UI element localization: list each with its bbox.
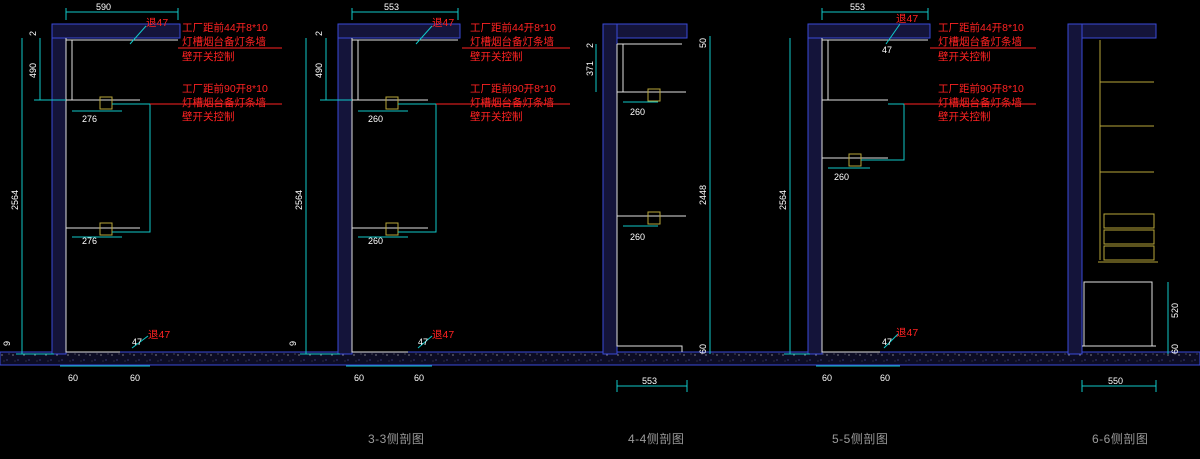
dim-47: 47: [418, 337, 428, 347]
note-a3: 壁开关控制: [470, 50, 523, 63]
section-6-6: 520 60 550: [1067, 23, 1180, 392]
note-b2: 灯槽烟台备灯条墙: [470, 96, 554, 109]
dim-553: 553: [384, 2, 399, 12]
dim-260-upper: 260: [368, 114, 383, 124]
dim-60-side: 60: [1170, 344, 1180, 354]
caption-5-5: 5-5侧剖图: [832, 432, 888, 446]
caption-6-6: 6-6侧剖图: [1092, 432, 1148, 446]
tag-retreat-bottom: 退47: [896, 327, 918, 339]
dim-553: 553: [850, 2, 865, 12]
note-a1: 工厂距前44开8*10: [938, 21, 1024, 34]
dim-276-upper: 276: [82, 114, 97, 124]
dim-50: 50: [698, 38, 708, 48]
dim-276-lower: 276: [82, 236, 97, 246]
caption-4-4: 4-4侧剖图: [628, 432, 684, 446]
note-a2: 灯槽烟台备灯条墙: [182, 35, 266, 48]
dim-590: 590: [96, 2, 111, 12]
caption-3-3: 3-3侧剖图: [368, 432, 424, 446]
dim-260-lower: 260: [630, 232, 645, 242]
dim-2: 2: [585, 43, 595, 48]
dim-60-a: 60: [822, 373, 832, 383]
dim-60-b: 60: [130, 373, 140, 383]
dim-490: 490: [28, 63, 38, 78]
floor-slab: [0, 351, 1200, 366]
dim-9: 9: [2, 341, 12, 346]
dim-47: 47: [132, 337, 142, 347]
dim-490: 490: [314, 63, 324, 78]
tag-retreat-top: 退47: [432, 17, 454, 29]
dim-553: 553: [642, 376, 657, 386]
tag-retreat-bottom: 退47: [432, 329, 454, 341]
dim-60-b: 60: [414, 373, 424, 383]
dim-2564: 2564: [10, 190, 20, 210]
tag-retreat-top: 退47: [146, 17, 168, 29]
dim-520: 520: [1170, 303, 1180, 318]
note-a3: 壁开关控制: [938, 50, 991, 63]
note-b1: 工厂距前90开8*10: [938, 82, 1024, 95]
note-b2: 灯槽烟台备灯条墙: [182, 96, 266, 109]
dim-60-a: 60: [354, 373, 364, 383]
dim-2: 2: [314, 31, 324, 36]
dim-47-top: 47: [882, 45, 892, 55]
dim-9: 9: [288, 341, 298, 346]
note-a3: 壁开关控制: [182, 50, 235, 63]
tag-retreat-bottom: 退47: [148, 329, 170, 341]
note-b1: 工厂距前90开8*10: [182, 82, 268, 95]
note-a2: 灯槽烟台备灯条墙: [938, 35, 1022, 48]
dim-260-upper: 260: [630, 107, 645, 117]
note-b3: 壁开关控制: [182, 110, 235, 123]
dim-2564: 2564: [778, 190, 788, 210]
note-b3: 壁开关控制: [938, 110, 991, 123]
note-a1: 工厂距前44开8*10: [182, 21, 268, 34]
dim-550: 550: [1108, 376, 1123, 386]
section-3-3: 260 260 553 2564 490 2 9 退47 退47 47 60 6…: [288, 2, 461, 383]
dim-2564: 2564: [294, 190, 304, 210]
dim-2448: 2448: [698, 185, 708, 205]
dim-260-lower: 260: [368, 236, 383, 246]
dim-60-side: 60: [698, 344, 708, 354]
note-a1: 工厂距前44开8*10: [470, 21, 556, 34]
dim-260: 260: [834, 172, 849, 182]
dim-47: 47: [882, 337, 892, 347]
note-b1: 工厂距前90开8*10: [470, 82, 556, 95]
dim-60-a: 60: [68, 373, 78, 383]
section-4-4: 260 260 371 2 2448 50 60 553: [585, 23, 711, 392]
dim-60-b: 60: [880, 373, 890, 383]
note-a2: 灯槽烟台备灯条墙: [470, 35, 554, 48]
section-3-3-left: 276 276 590 2564 490 2 9 退47 退47 47 60 6…: [2, 2, 181, 383]
note-b2: 灯槽烟台备灯条墙: [938, 96, 1022, 109]
section-5-5: 260 553 2564 退47 47 退47 47 60 60: [778, 2, 931, 383]
dim-371: 371: [585, 61, 595, 76]
tag-retreat-top: 退47: [896, 13, 918, 25]
dim-2: 2: [28, 31, 38, 36]
note-b3: 壁开关控制: [470, 110, 523, 123]
